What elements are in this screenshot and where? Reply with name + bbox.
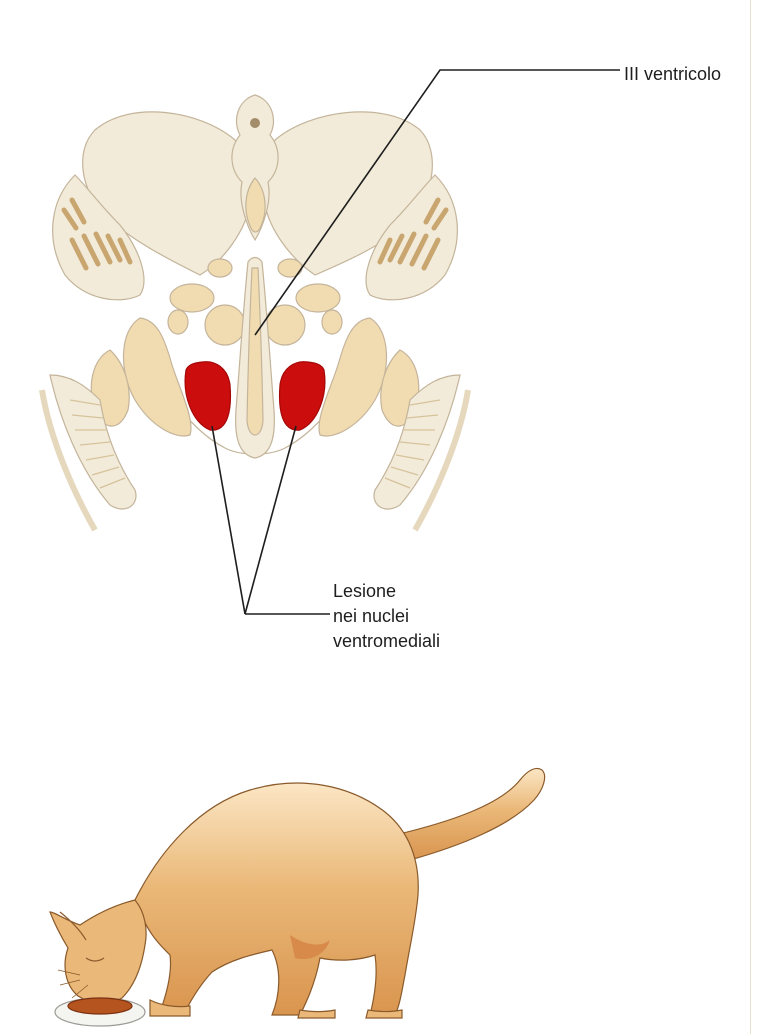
nucleus-l3	[205, 305, 245, 345]
label-lesion: Lesione nei nuclei ventromediali	[333, 579, 440, 654]
nucleus-r2	[296, 284, 340, 312]
brain-section-illustration	[42, 95, 468, 530]
nucleus-r1	[278, 259, 302, 277]
cat-hind-paw	[298, 1010, 335, 1018]
lesion-left	[185, 362, 230, 430]
pineal-dot	[250, 118, 260, 128]
label-third-ventricle: III ventricolo	[624, 62, 721, 87]
label-lesion-line-1: Lesione	[333, 579, 440, 604]
lesion-right	[280, 362, 325, 430]
nucleus-l2	[170, 284, 214, 312]
lesion-leader-left	[212, 426, 245, 614]
nucleus-r4	[322, 310, 342, 334]
cat-illustration	[50, 768, 545, 1026]
cat-body	[135, 783, 418, 1015]
label-lesion-line-3: ventromediali	[333, 629, 440, 654]
food	[68, 998, 132, 1014]
right-lateral-mass	[319, 318, 386, 436]
label-lesion-line-2: nei nuclei	[333, 604, 440, 629]
nucleus-l1	[208, 259, 232, 277]
left-lateral-mass	[124, 318, 191, 436]
nucleus-l4	[168, 310, 188, 334]
cat-tail	[395, 768, 545, 860]
cat-hind-paw-2	[366, 1010, 402, 1018]
